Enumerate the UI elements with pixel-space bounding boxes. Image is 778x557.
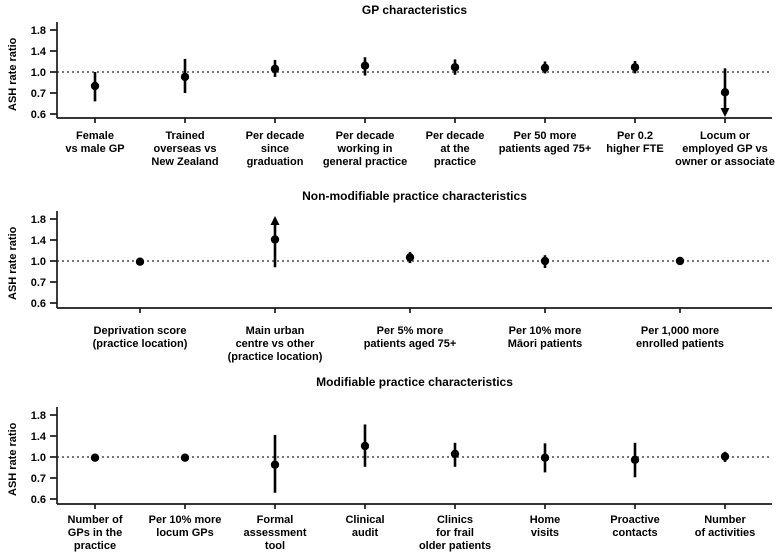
data-point (270, 64, 280, 74)
category-label: Locum or employed GP vs owner or associa… (675, 130, 775, 168)
y-tick-label: 1.0 (31, 452, 46, 464)
data-point (450, 449, 460, 459)
data-point (180, 453, 190, 462)
category-label: Number of GPs in the practice (67, 514, 123, 552)
y-tick-label: 0.6 (31, 109, 46, 121)
y-tick-label: 1.8 (31, 410, 46, 422)
data-point (540, 256, 550, 266)
category-label: Clinical audit (345, 514, 385, 539)
y-axis-label-panel-1: ASH rate ratio (7, 37, 19, 111)
data-point (720, 88, 730, 97)
category-label: Per decade at the practice (425, 130, 485, 168)
y-tick-label: 0.6 (31, 298, 46, 310)
ci-arrow-up-icon (270, 216, 280, 225)
ci-arrow-down-icon (720, 108, 730, 117)
data-point (270, 235, 280, 244)
category-label: Proactive contacts (610, 514, 660, 539)
category-label: Deprivation score (practice location) (92, 325, 188, 350)
category-label: Main urban centre vs other (practice loc… (227, 325, 323, 363)
y-tick-label: 1.8 (31, 25, 46, 37)
category-label: Per decade working in general practice (322, 130, 408, 168)
y-tick-label: 1.4 (31, 235, 47, 247)
data-point (630, 455, 640, 464)
y-tick-label: 1.4 (31, 46, 47, 58)
y-tick-label: 1.0 (31, 256, 46, 268)
category-label: Per 10% more Māori patients (507, 325, 583, 350)
data-point (675, 256, 685, 266)
category-label: Per 10% more locum GPs (148, 514, 222, 539)
data-point (540, 453, 550, 462)
category-label: Number of activities (694, 514, 756, 539)
panel-title-non-modifiable-practice-characteristics: Non-modifiable practice characteristics (302, 189, 527, 203)
y-tick-label: 0.7 (31, 473, 46, 485)
category-label: Per 0.2 higher FTE (606, 130, 664, 155)
category-label: Clinics for frail older patients (418, 514, 492, 552)
category-label: Per 50 more patients aged 75+ (498, 130, 592, 155)
y-tick-label: 0.7 (31, 277, 46, 289)
data-point (90, 81, 100, 91)
data-point (360, 441, 370, 451)
y-axis-label-panel-2: ASH rate ratio (7, 226, 19, 300)
data-point (360, 61, 370, 70)
data-point (270, 460, 280, 469)
category-label: Per 1,000 more enrolled patients (635, 325, 725, 350)
category-label: Female vs male GP (65, 130, 125, 155)
y-tick-label: 1.0 (31, 67, 46, 79)
panel-title-modifiable-practice-characteristics: Modifiable practice characteristics (316, 375, 513, 389)
data-point (630, 63, 640, 72)
data-point (135, 257, 145, 266)
y-tick-label: 0.6 (31, 494, 46, 506)
y-tick-label: 0.7 (31, 88, 46, 100)
data-point (450, 63, 460, 72)
data-point (405, 253, 415, 262)
category-label: Trained overseas vs New Zealand (151, 130, 219, 168)
data-point (180, 72, 190, 82)
y-axis-label-panel-3: ASH rate ratio (7, 422, 19, 496)
category-label: Per 5% more patients aged 75+ (363, 325, 457, 350)
data-point (540, 63, 550, 72)
data-point (90, 453, 100, 462)
y-tick-label: 1.4 (31, 431, 47, 443)
panel-title-gp-characteristics: GP characteristics (361, 3, 468, 17)
data-point (720, 452, 730, 461)
category-label: Home visits (529, 514, 561, 539)
category-label: Formal assessment tool (243, 514, 307, 552)
y-tick-label: 1.8 (31, 214, 46, 226)
category-label: Per decade since graduation (245, 130, 305, 168)
